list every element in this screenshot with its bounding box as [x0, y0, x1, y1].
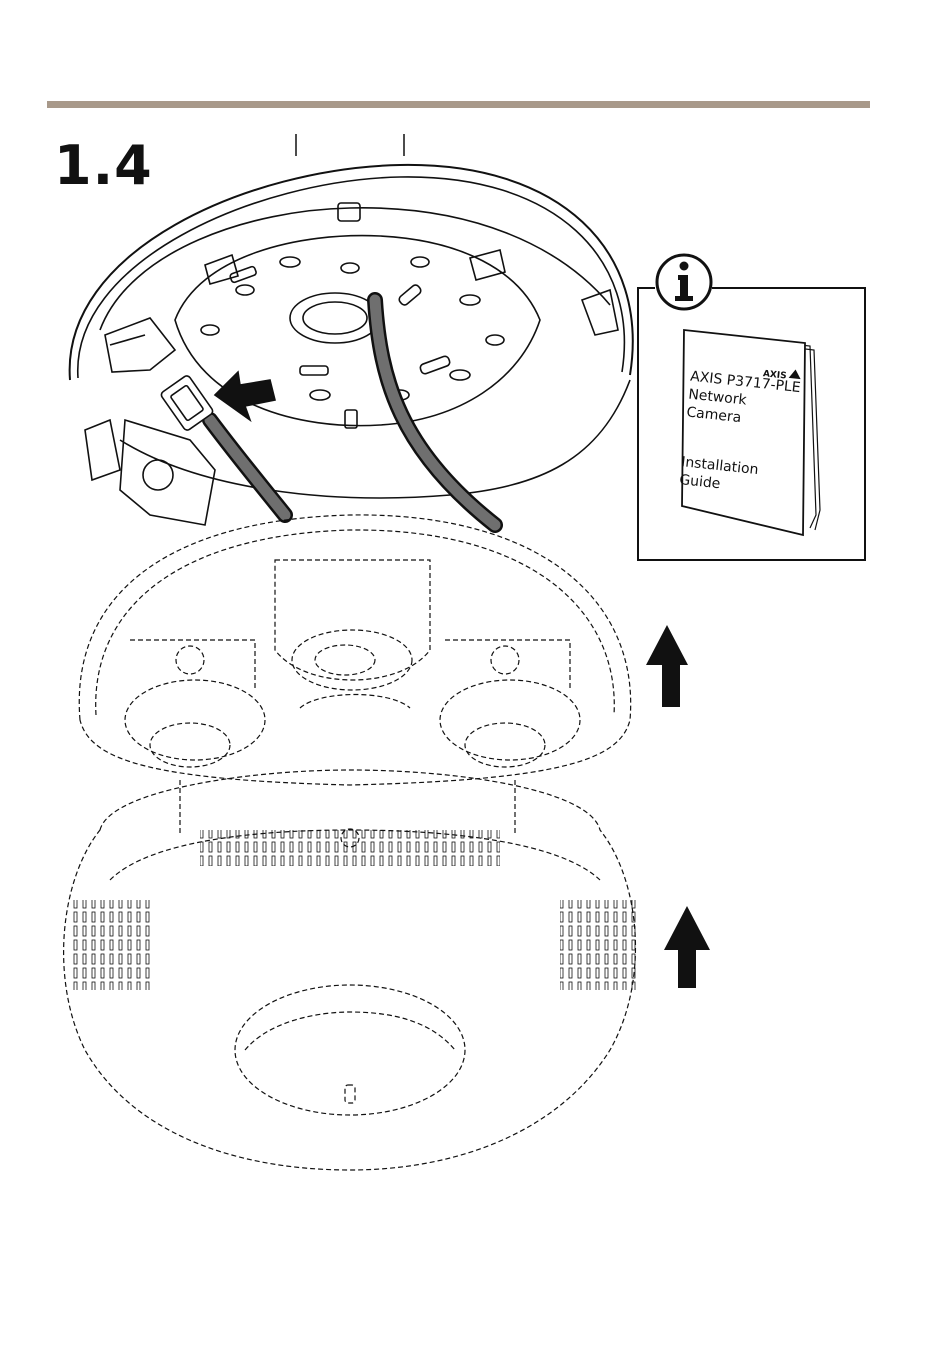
insert-arrow — [215, 372, 275, 420]
info-box: AXIS AXIS P3717-PLE Network Camera Insta… — [638, 255, 865, 560]
dome-cover — [64, 770, 640, 1170]
lift-arrow-lower — [664, 906, 710, 988]
info-icon — [657, 255, 711, 309]
camera-unit — [79, 515, 630, 785]
booklet: AXIS AXIS P3717-PLE Network Camera Insta… — [679, 330, 820, 535]
mount-bracket — [70, 134, 633, 525]
lift-arrow-upper — [646, 625, 688, 707]
